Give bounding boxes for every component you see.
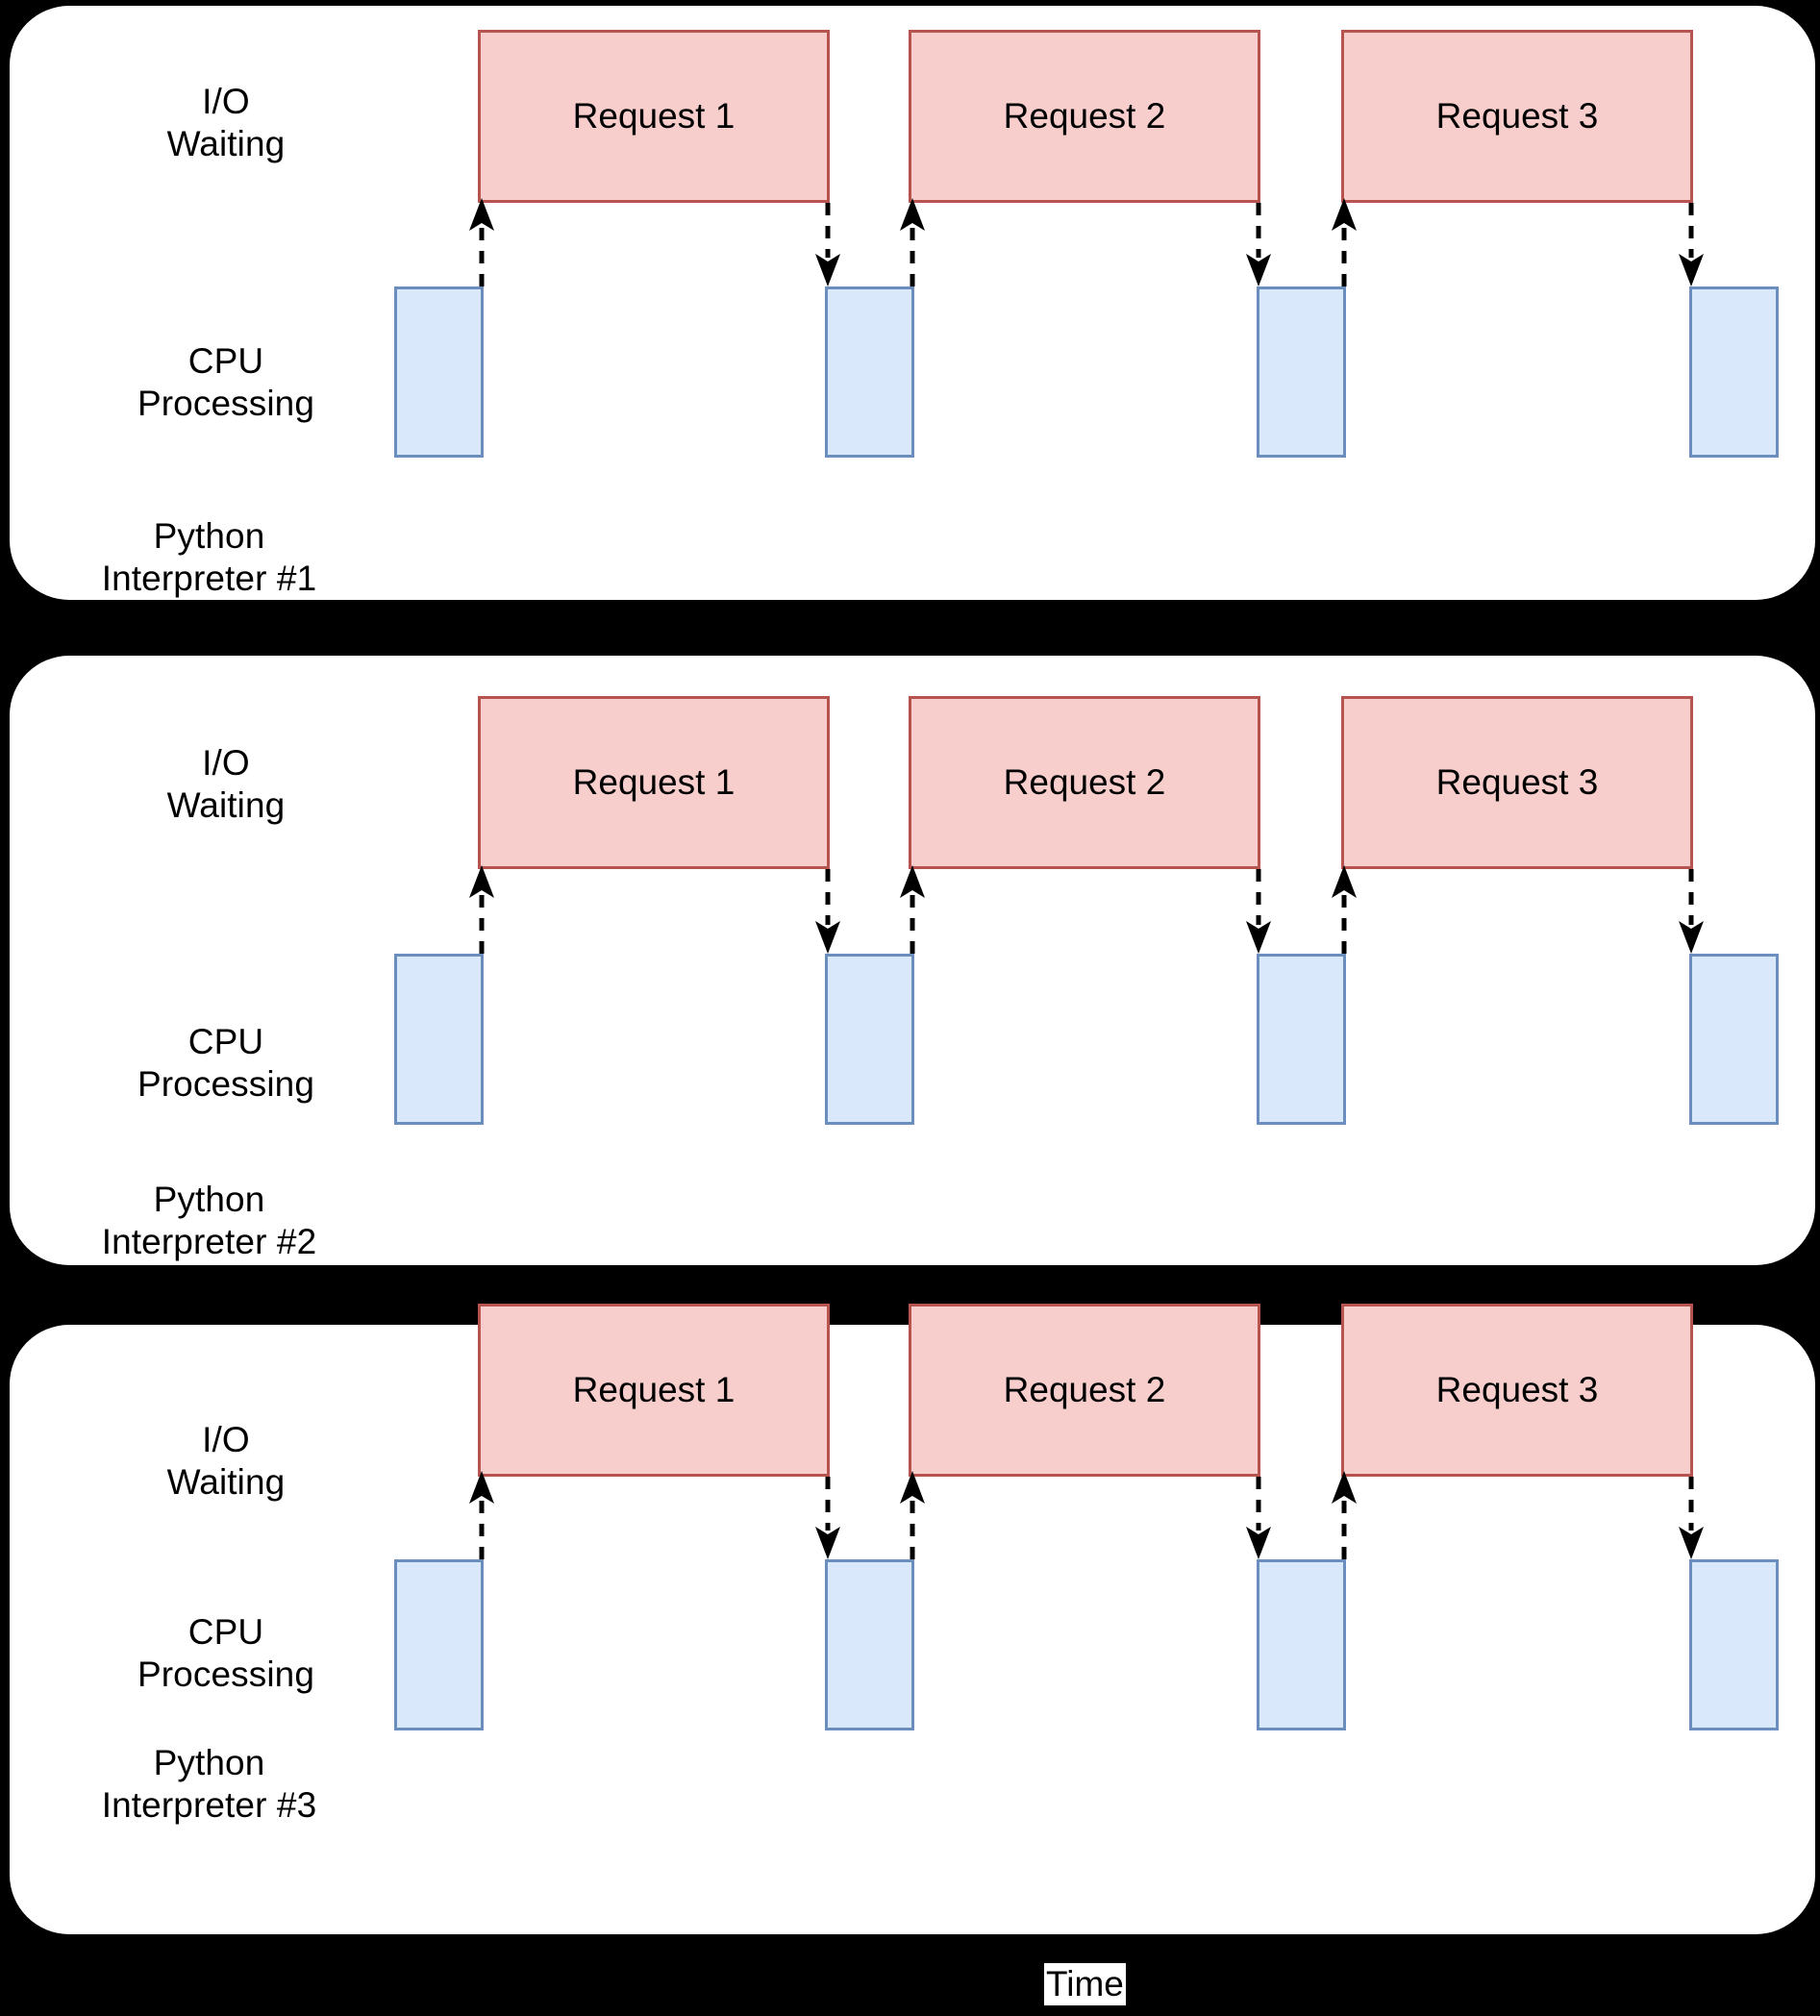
interpreter-panel-3: I/O Waiting CPU Processing Python Interp… <box>10 1304 1815 1934</box>
request-box-label: Request 3 <box>1435 762 1599 802</box>
cpu-processing-label-3: CPU Processing <box>137 1612 315 1694</box>
request-box-label: Request 2 <box>1003 1370 1166 1409</box>
cpu-to-io-arrow <box>469 1471 1704 1559</box>
cpu-processing-box <box>1257 954 1346 1125</box>
io-waiting-label-3: I/O Waiting <box>166 1420 286 1502</box>
cpu-to-io-arrow <box>469 198 1704 286</box>
request-box-label: Request 3 <box>1435 1370 1599 1409</box>
cpu-processing-box <box>825 954 914 1125</box>
time-axis-label: Time <box>1044 1963 1126 2005</box>
cpu-processing-label-1: CPU Processing <box>137 341 315 423</box>
interpreter-name-label-3: Python Interpreter #3 <box>101 1743 317 1825</box>
io-request-box: Request 3 <box>1341 1304 1693 1477</box>
interpreter-name-label-2: Python Interpreter #2 <box>101 1180 317 1261</box>
cpu-processing-box <box>1689 1559 1779 1730</box>
io-request-box: Request 2 <box>909 696 1260 869</box>
cpu-processing-box <box>394 1559 484 1730</box>
io-request-box: Request 3 <box>1341 30 1693 203</box>
cpu-processing-box <box>394 286 484 458</box>
interpreter-panel-2: I/O Waiting CPU Processing Python Interp… <box>10 656 1815 1265</box>
io-waiting-label-1: I/O Waiting <box>166 82 286 163</box>
cpu-processing-box <box>1257 286 1346 458</box>
request-box-label: Request 3 <box>1435 96 1599 136</box>
interpreter-name-label-1: Python Interpreter #1 <box>101 516 317 598</box>
io-request-box: Request 1 <box>478 1304 830 1477</box>
interpreter-panel-1: I/O Waiting CPU Processing Python Interp… <box>10 6 1815 600</box>
cpu-processing-box <box>1689 286 1779 458</box>
cpu-processing-box <box>394 954 484 1125</box>
cpu-processing-label-2: CPU Processing <box>137 1022 315 1104</box>
io-request-box: Request 3 <box>1341 696 1693 869</box>
cpu-processing-box <box>1257 1559 1346 1730</box>
io-request-box: Request 2 <box>909 1304 1260 1477</box>
io-request-box: Request 1 <box>478 696 830 869</box>
io-waiting-label-2: I/O Waiting <box>166 743 286 825</box>
io-request-box: Request 2 <box>909 30 1260 203</box>
cpu-processing-box <box>1689 954 1779 1125</box>
request-box-label: Request 1 <box>572 96 735 136</box>
request-box-label: Request 1 <box>572 1370 735 1409</box>
cpu-processing-box <box>825 1559 914 1730</box>
request-box-label: Request 2 <box>1003 96 1166 136</box>
request-box-label: Request 2 <box>1003 762 1166 802</box>
io-request-box: Request 1 <box>478 30 830 203</box>
cpu-to-io-arrow <box>469 865 1704 954</box>
cpu-processing-box <box>825 286 914 458</box>
request-box-label: Request 1 <box>572 762 735 802</box>
